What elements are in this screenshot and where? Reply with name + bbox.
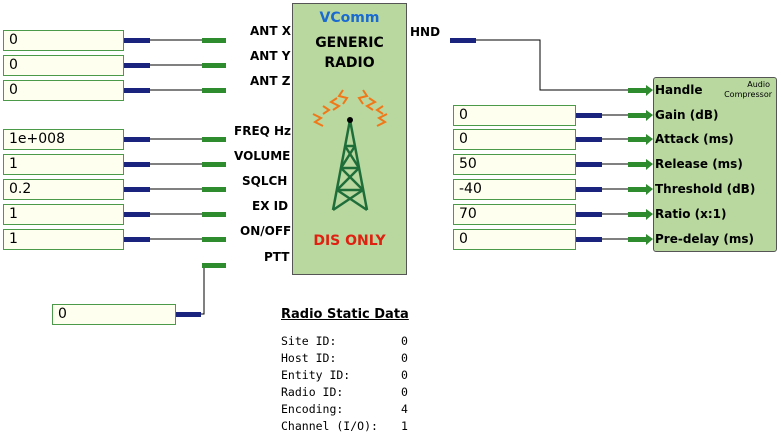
compressor-label-release: Release (ms) xyxy=(655,157,743,171)
static-key: Channel (I/O): xyxy=(281,419,378,433)
on-off-field[interactable]: 1 xyxy=(3,229,124,250)
ratio-field[interactable]: 70 xyxy=(453,204,576,225)
ant-y-field[interactable]: 0 xyxy=(3,55,124,76)
radio-footer: DIS ONLY xyxy=(313,233,386,249)
compressor-label-attack: Attack (ms) xyxy=(655,132,734,146)
gain-field[interactable]: 0 xyxy=(453,105,576,126)
static-value: 0 xyxy=(401,385,408,399)
port-label-ptt: PTT xyxy=(264,250,290,264)
static-value: 0 xyxy=(401,351,408,365)
output-port-stubs xyxy=(124,38,602,317)
attack-field[interactable]: 0 xyxy=(453,129,576,150)
ptt-field[interactable]: 0 xyxy=(52,304,176,325)
static-key: Host ID: xyxy=(281,351,337,365)
static-value: 1 xyxy=(401,419,408,433)
static-value: 0 xyxy=(401,334,408,348)
static-key: Site ID: xyxy=(281,334,337,348)
radio-input-wires xyxy=(148,39,628,315)
compressor-label-threshold: Threshold (dB) xyxy=(655,182,756,196)
static-data-title: Radio Static Data xyxy=(281,307,409,322)
squelch-field[interactable]: 0.2 xyxy=(3,179,124,200)
compressor-label-handle: Handle xyxy=(655,83,703,97)
threshold-field[interactable]: -40 xyxy=(453,179,576,200)
predelay-field[interactable]: 0 xyxy=(453,229,576,250)
ex-id-field[interactable]: 1 xyxy=(3,204,124,225)
port-label-freq: FREQ Hz xyxy=(234,124,292,138)
port-label-volume: VOLUME xyxy=(234,149,291,163)
radio-title-line2: RADIO xyxy=(324,55,375,71)
port-label-ant-x: ANT X xyxy=(250,24,291,38)
volume-field[interactable]: 1 xyxy=(3,154,124,175)
generic-radio-block[interactable]: VComm GENERIC RADIO xyxy=(292,3,407,275)
radio-title-line1: GENERIC xyxy=(315,35,384,51)
port-label-squelch: SQLCH xyxy=(242,174,288,188)
port-label-on-off: ON/OFF xyxy=(240,224,292,238)
port-label-ant-z: ANT Z xyxy=(250,74,291,88)
radio-brand: VComm xyxy=(319,10,380,26)
ant-z-field[interactable]: 0 xyxy=(3,80,124,101)
compressor-title-line1: Audio xyxy=(747,80,770,89)
static-value: 4 xyxy=(401,402,408,416)
release-field[interactable]: 50 xyxy=(453,154,576,175)
port-label-ex-id: EX ID xyxy=(252,199,289,213)
port-label-hnd: HND xyxy=(410,25,441,39)
audio-compressor-block[interactable]: Audio Compressor xyxy=(653,77,777,252)
static-value: 0 xyxy=(401,368,408,382)
compressor-input-arrows xyxy=(628,85,653,245)
radio-tower-icon xyxy=(312,89,388,212)
freq-field[interactable]: 1e+008 xyxy=(3,129,124,150)
ant-x-field[interactable]: 0 xyxy=(3,30,124,51)
compressor-label-gain: Gain (dB) xyxy=(655,108,719,122)
input-port-stubs xyxy=(202,38,226,268)
compressor-title-line2: Compressor xyxy=(724,90,772,99)
static-key: Radio ID: xyxy=(281,385,344,399)
static-key: Entity ID: xyxy=(281,368,351,382)
compressor-label-predelay: Pre-delay (ms) xyxy=(655,232,755,246)
static-key: Encoding: xyxy=(281,402,344,416)
port-label-ant-y: ANT Y xyxy=(250,49,291,63)
compressor-label-ratio: Ratio (x:1) xyxy=(655,207,727,221)
